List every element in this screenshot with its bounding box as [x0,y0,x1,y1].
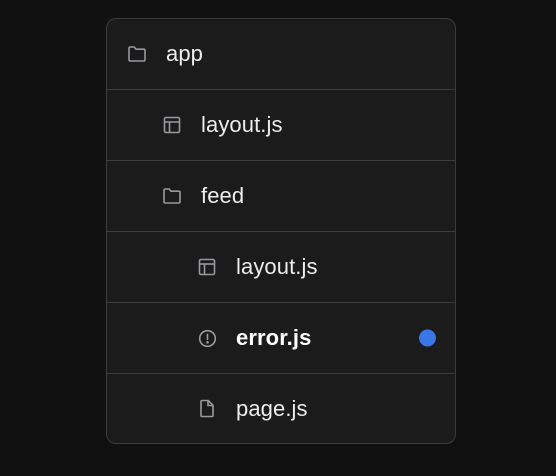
layout-icon [197,257,217,277]
tree-item-feed-folder[interactable]: feed [107,160,455,231]
tree-item-label: layout.js [201,112,283,137]
tree-item-layout-js[interactable]: layout.js [107,89,455,160]
tree-item-label: page.js [236,395,308,421]
folder-icon [127,44,147,64]
tree-item-app-folder[interactable]: app [107,19,455,89]
tree-item-label: error.js [236,325,312,350]
tree-item-label: layout.js [236,254,318,279]
error-icon [197,328,217,348]
tree-item-label: app [166,41,204,66]
tree-item-label: feed [201,183,245,208]
file-tree: app layout.js feed layout.js [106,18,456,444]
tree-item-error-js[interactable]: error.js [107,302,455,373]
layout-icon [162,115,182,135]
tree-item-page-js[interactable]: page.js [107,373,455,443]
folder-icon [162,186,182,206]
file-icon [197,399,217,419]
tree-item-feed-layout-js[interactable]: layout.js [107,231,455,302]
status-dot-indicator [419,329,436,347]
